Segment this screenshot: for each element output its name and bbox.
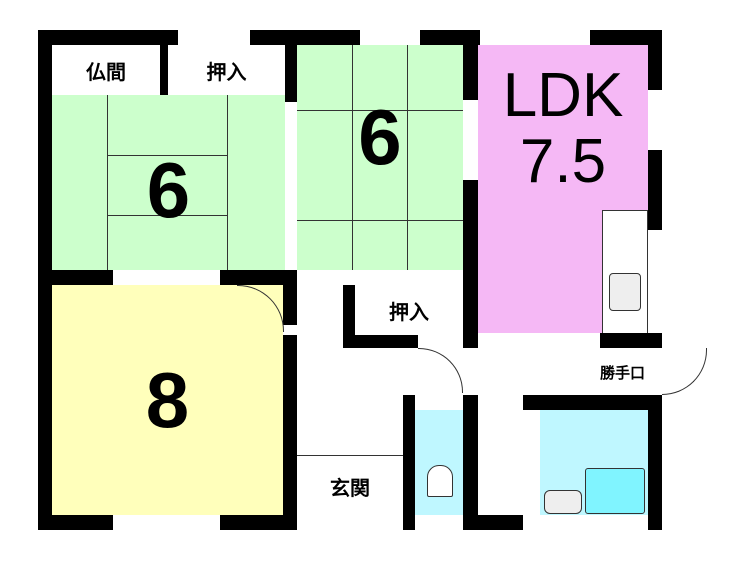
entrance: 玄関 — [297, 455, 403, 516]
western-size: 8 — [145, 355, 190, 444]
oshiire-mid-label: 押入 — [389, 299, 429, 324]
oshiire-top: 押入 — [168, 45, 285, 95]
washitsu-left-size: 6 — [146, 146, 191, 234]
toilet-icon — [427, 465, 453, 497]
ldk: LDK 7.5 — [478, 45, 648, 334]
washitsu-mid: 6 — [297, 45, 463, 270]
butsuma-label: 仏間 — [86, 59, 126, 84]
door-swing — [418, 348, 463, 393]
washroom — [540, 410, 648, 515]
oshiire-mid: 押入 — [355, 285, 463, 335]
back-door-swing — [662, 348, 707, 395]
entrance-label: 玄関 — [330, 475, 370, 500]
kitchen-counter — [602, 210, 648, 334]
ldk-label: LDK — [502, 61, 624, 130]
back-door-label: 勝手口 — [599, 364, 645, 382]
ldk-size: 7.5 — [519, 127, 607, 196]
toilet-room — [415, 410, 463, 515]
washitsu-mid-size: 6 — [358, 93, 402, 181]
washitsu-left: 6 — [52, 95, 285, 270]
oshiire-top-label: 押入 — [206, 59, 247, 84]
washbasin-icon — [544, 490, 582, 514]
bathtub-icon — [585, 468, 645, 514]
sink-icon — [609, 273, 641, 311]
butsuma: 仏間 — [52, 45, 160, 95]
back-door: 勝手口 — [585, 350, 660, 395]
